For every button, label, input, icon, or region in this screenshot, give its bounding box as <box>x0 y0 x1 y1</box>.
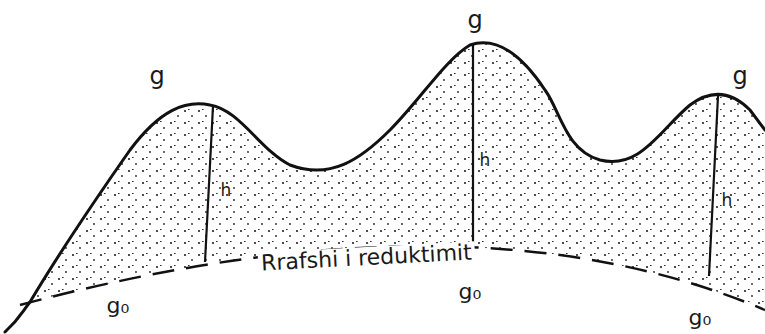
height-line <box>709 96 718 276</box>
rock-mass <box>20 43 765 310</box>
terrain-surface <box>5 43 765 332</box>
height-symbol: h <box>221 182 232 199</box>
height-symbol: h <box>722 192 733 209</box>
gravity-symbol: g <box>467 8 482 32</box>
reduced-gravity-symbol: g₀ <box>689 307 712 329</box>
height-symbol: h <box>480 152 491 169</box>
reduced-gravity-symbol: g₀ <box>107 295 130 317</box>
gravity-symbol: g <box>732 64 747 88</box>
gravity-symbol: g <box>149 64 164 88</box>
height-line <box>472 44 474 246</box>
reduced-gravity-symbol: g₀ <box>459 281 482 303</box>
height-line <box>205 106 213 262</box>
